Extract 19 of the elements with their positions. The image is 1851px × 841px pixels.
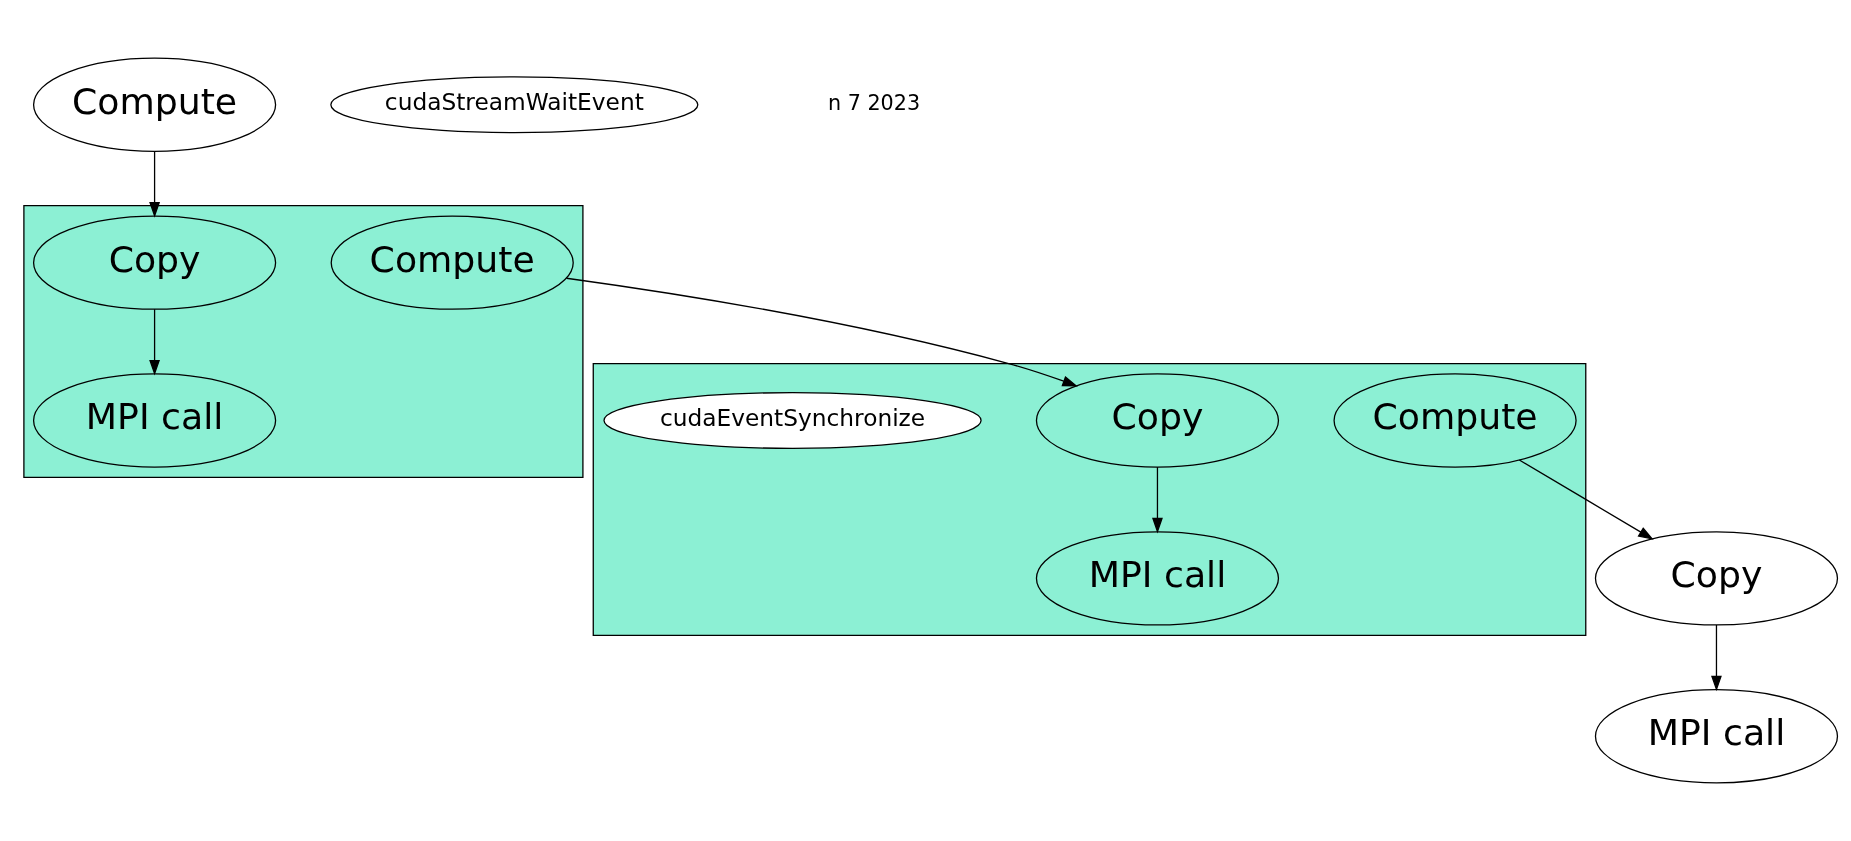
arrow [1711, 624, 1722, 692]
arrow [149, 308, 161, 376]
node-ellipse: MPI call [1035, 531, 1280, 626]
node-ellipse: Copy [1594, 531, 1839, 626]
node-ellipse: cudaStreamWaitEvent [330, 76, 699, 134]
arrow [1152, 466, 1163, 534]
cluster [592, 362, 1587, 636]
node-ellipse: Compute [330, 215, 574, 310]
arrow [565, 277, 1078, 387]
arrow [149, 150, 161, 218]
label: n 7 2023 [828, 90, 921, 115]
node-ellipse: Compute [32, 57, 277, 152]
node-ellipse: Compute [1333, 373, 1577, 468]
node-ellipse: Copy [32, 215, 277, 310]
node-ellipse: MPI call [1594, 689, 1839, 784]
node-ellipse: MPI call [32, 373, 277, 468]
node-ellipse: cudaEventSynchronize [603, 392, 982, 449]
arrow [1518, 459, 1654, 540]
cluster [23, 205, 584, 479]
